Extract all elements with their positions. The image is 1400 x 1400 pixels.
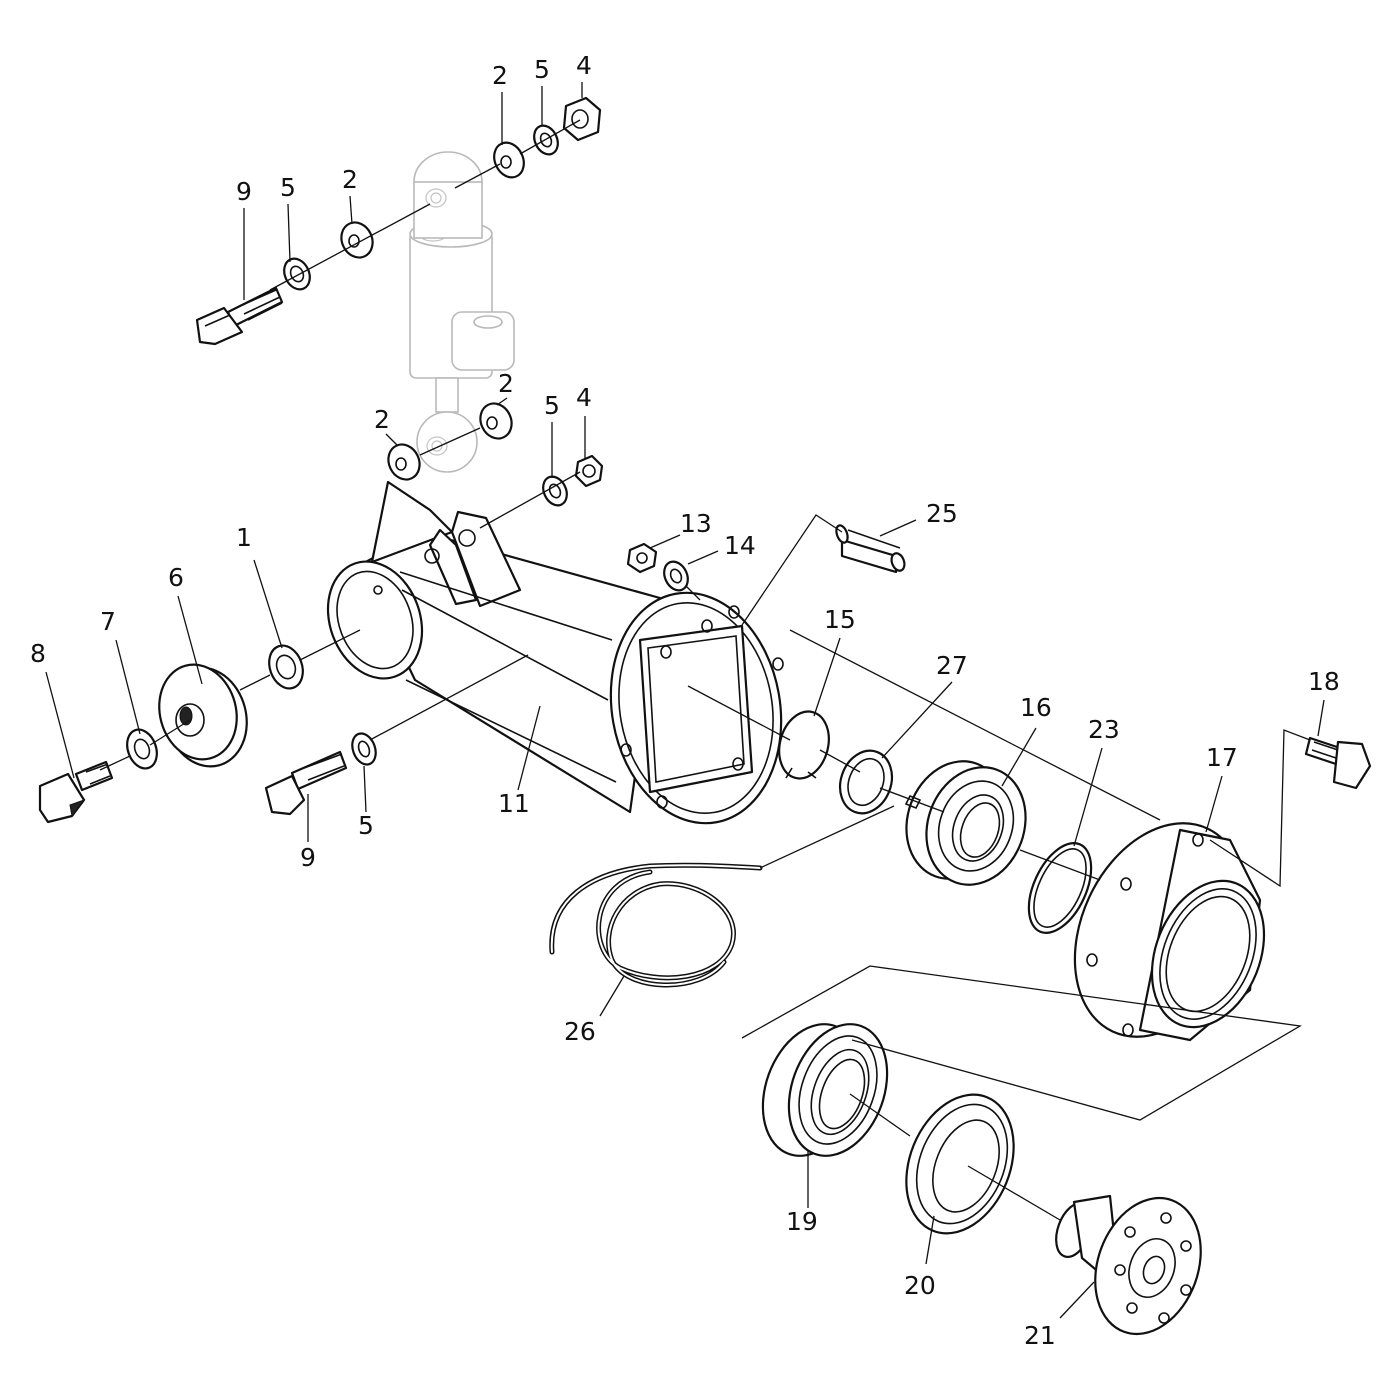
label-9: 9 [300,843,316,872]
label-19: 19 [786,1207,818,1236]
washer-1 [268,644,304,690]
cap-6 [158,663,248,768]
pin-25 [835,524,906,574]
nut-4-lower [574,454,604,488]
hub-housing-17 [1073,822,1266,1042]
label-18: 18 [1308,667,1340,696]
seal-20 [905,1093,1015,1235]
bolt-18 [1304,736,1372,790]
lock-washer-5-upper-left [283,257,311,291]
hose-26 [549,862,763,988]
bolt-9-lower [264,750,348,816]
label-11: 11 [498,789,530,818]
label-2: 2 [374,405,390,434]
bearing-16 [904,760,1027,886]
label-23: 23 [1088,715,1120,744]
label-5: 5 [280,173,296,202]
lock-washer-5-bottom [351,732,377,766]
callout-labels: 2 5 4 9 5 2 2 2 5 4 13 14 25 1 6 7 8 15 … [30,51,1340,1350]
washer-2-lower-right [479,402,513,440]
bearing-19 [761,1023,889,1157]
label-17: 17 [1206,743,1238,772]
axle-housing-11 [326,480,784,825]
bolt-8 [38,760,114,824]
label-2: 2 [492,61,508,90]
washer-2-upper-left [340,221,374,259]
label-20: 20 [904,1271,936,1300]
nut-13 [626,542,658,574]
hydraulic-cylinder-ghost [409,151,515,473]
flange-21 [1055,1194,1202,1336]
lock-washer-5-lower [542,475,568,507]
label-14: 14 [724,531,756,560]
label-2: 2 [498,369,514,398]
label-7: 7 [100,607,116,636]
label-15: 15 [824,605,856,634]
label-5: 5 [358,811,374,840]
label-13: 13 [680,509,712,538]
label-16: 16 [1020,693,1052,722]
label-21: 21 [1024,1321,1056,1350]
label-9: 9 [236,177,252,206]
label-4: 4 [576,383,592,412]
label-1: 1 [236,523,252,552]
label-27: 27 [936,651,968,680]
snap-ring-15 [778,710,830,780]
label-25: 25 [926,499,958,528]
upper-bolt-9 [195,286,284,346]
label-2: 2 [342,165,358,194]
washer-2-lower-left [387,443,421,481]
ring-27 [838,749,894,815]
nut-4-upper [562,96,602,142]
lock-washer-7 [126,728,158,770]
o-ring-23 [1027,842,1093,934]
label-26: 26 [564,1017,596,1046]
label-8: 8 [30,639,46,668]
label-4: 4 [576,51,592,80]
label-5: 5 [534,55,550,84]
lock-washer-14 [663,560,689,592]
washer-2-upper-right [493,141,525,179]
label-6: 6 [168,563,184,592]
label-5: 5 [544,391,560,420]
assembly-lines [45,82,1325,1319]
